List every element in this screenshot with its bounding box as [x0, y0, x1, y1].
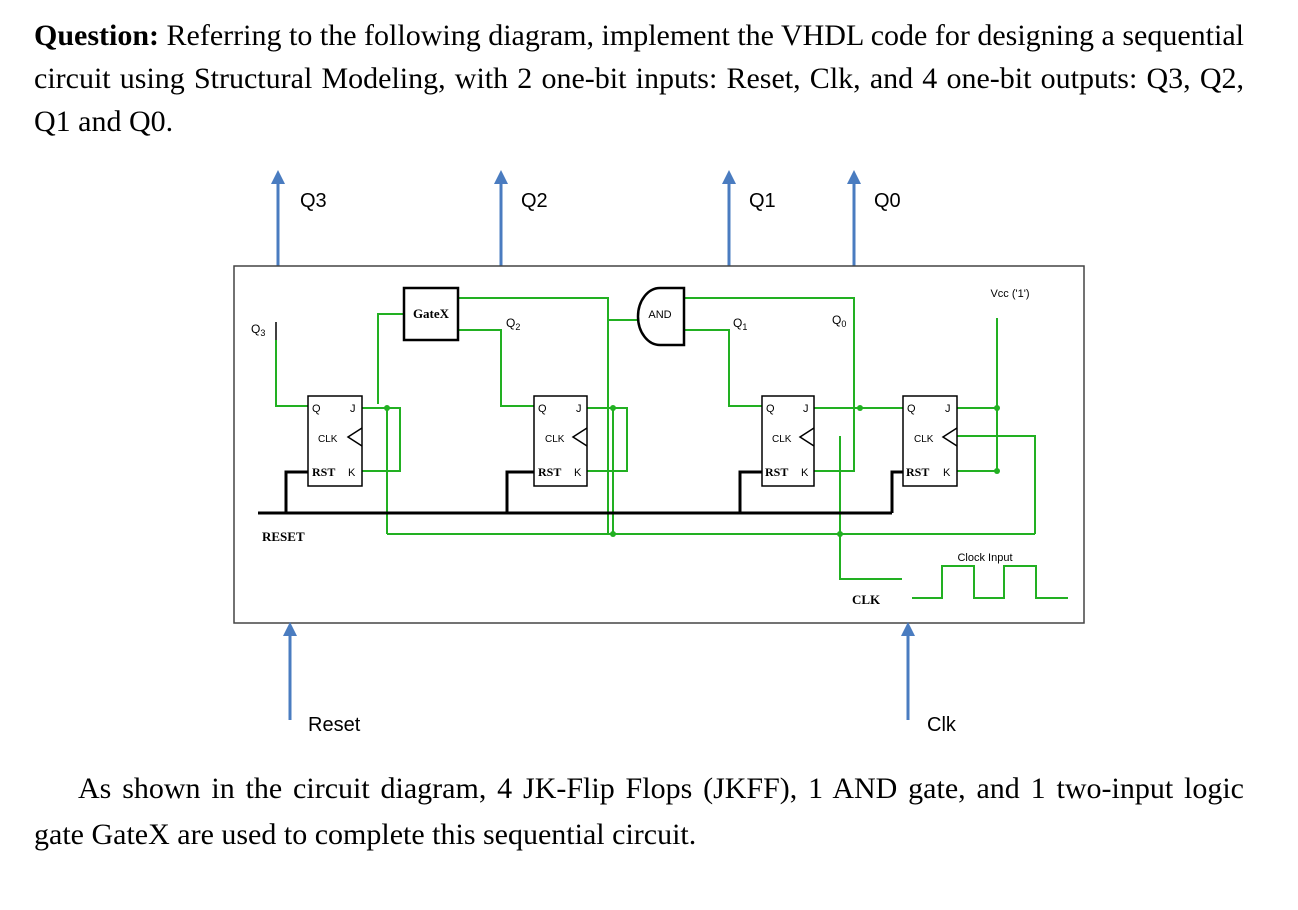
svg-text:K: K [348, 467, 356, 479]
svg-text:J: J [945, 403, 951, 415]
question-body: Referring to the following diagram, impl… [34, 19, 1244, 138]
gatex-label: GateX [413, 306, 450, 321]
svg-text:J: J [350, 403, 356, 415]
svg-text:Q: Q [907, 403, 916, 415]
output-q3-label: Q3 [300, 190, 327, 212]
input-reset-label: Reset [308, 714, 361, 736]
input-clk-label: Clk [927, 714, 957, 736]
svg-text:CLK: CLK [914, 434, 934, 445]
reset-bus [258, 470, 903, 515]
svg-text:Q: Q [766, 403, 775, 415]
answer-text: As shown in the circuit diagram, 4 JK-Fl… [34, 772, 1244, 851]
green-wiring [275, 297, 1068, 599]
svg-text:RST: RST [312, 465, 335, 479]
svg-text:Q: Q [312, 403, 321, 415]
jkff-3: Q J CLK RST K [307, 395, 363, 487]
jkff-0: Q J CLK RST K [902, 395, 958, 487]
svg-text:CLK: CLK [318, 434, 338, 445]
svg-text:K: K [574, 467, 582, 479]
reset-bus-label: RESET [262, 529, 305, 544]
output-arrows [271, 170, 861, 266]
q3-tap-label: Q3 [251, 322, 265, 338]
q1-tap-label: Q1 [733, 316, 747, 332]
jkff-1: Q J CLK RST K [761, 395, 815, 487]
svg-text:K: K [801, 467, 809, 479]
output-q0-label: Q0 [874, 190, 901, 212]
q2-tap-label: Q2 [506, 316, 520, 332]
and-gate [636, 286, 686, 347]
svg-text:RST: RST [906, 465, 929, 479]
svg-text:J: J [803, 403, 809, 415]
input-arrows [283, 622, 915, 720]
svg-text:Q: Q [538, 403, 547, 415]
svg-text:J: J [576, 403, 582, 415]
question-text: Question: Referring to the following dia… [34, 14, 1244, 143]
junction-dots [384, 405, 1000, 537]
q0-tap-label: Q0 [832, 313, 846, 329]
gatex-box [402, 286, 460, 342]
svg-text:CLK: CLK [545, 434, 565, 445]
vcc-label: Vcc ('1') [990, 288, 1029, 300]
jkff-2: Q J CLK RST K [533, 395, 588, 487]
clock-input-label: Clock Input [957, 552, 1012, 564]
output-q1-label: Q1 [749, 190, 776, 212]
clk-internal-label: CLK [852, 592, 881, 607]
svg-text:RST: RST [538, 465, 561, 479]
and-label: AND [648, 309, 671, 321]
svg-text:CLK: CLK [772, 434, 792, 445]
svg-text:RST: RST [765, 465, 788, 479]
output-q2-label: Q2 [521, 190, 548, 212]
svg-text:K: K [943, 467, 951, 479]
question-lead: Question: [34, 19, 160, 52]
